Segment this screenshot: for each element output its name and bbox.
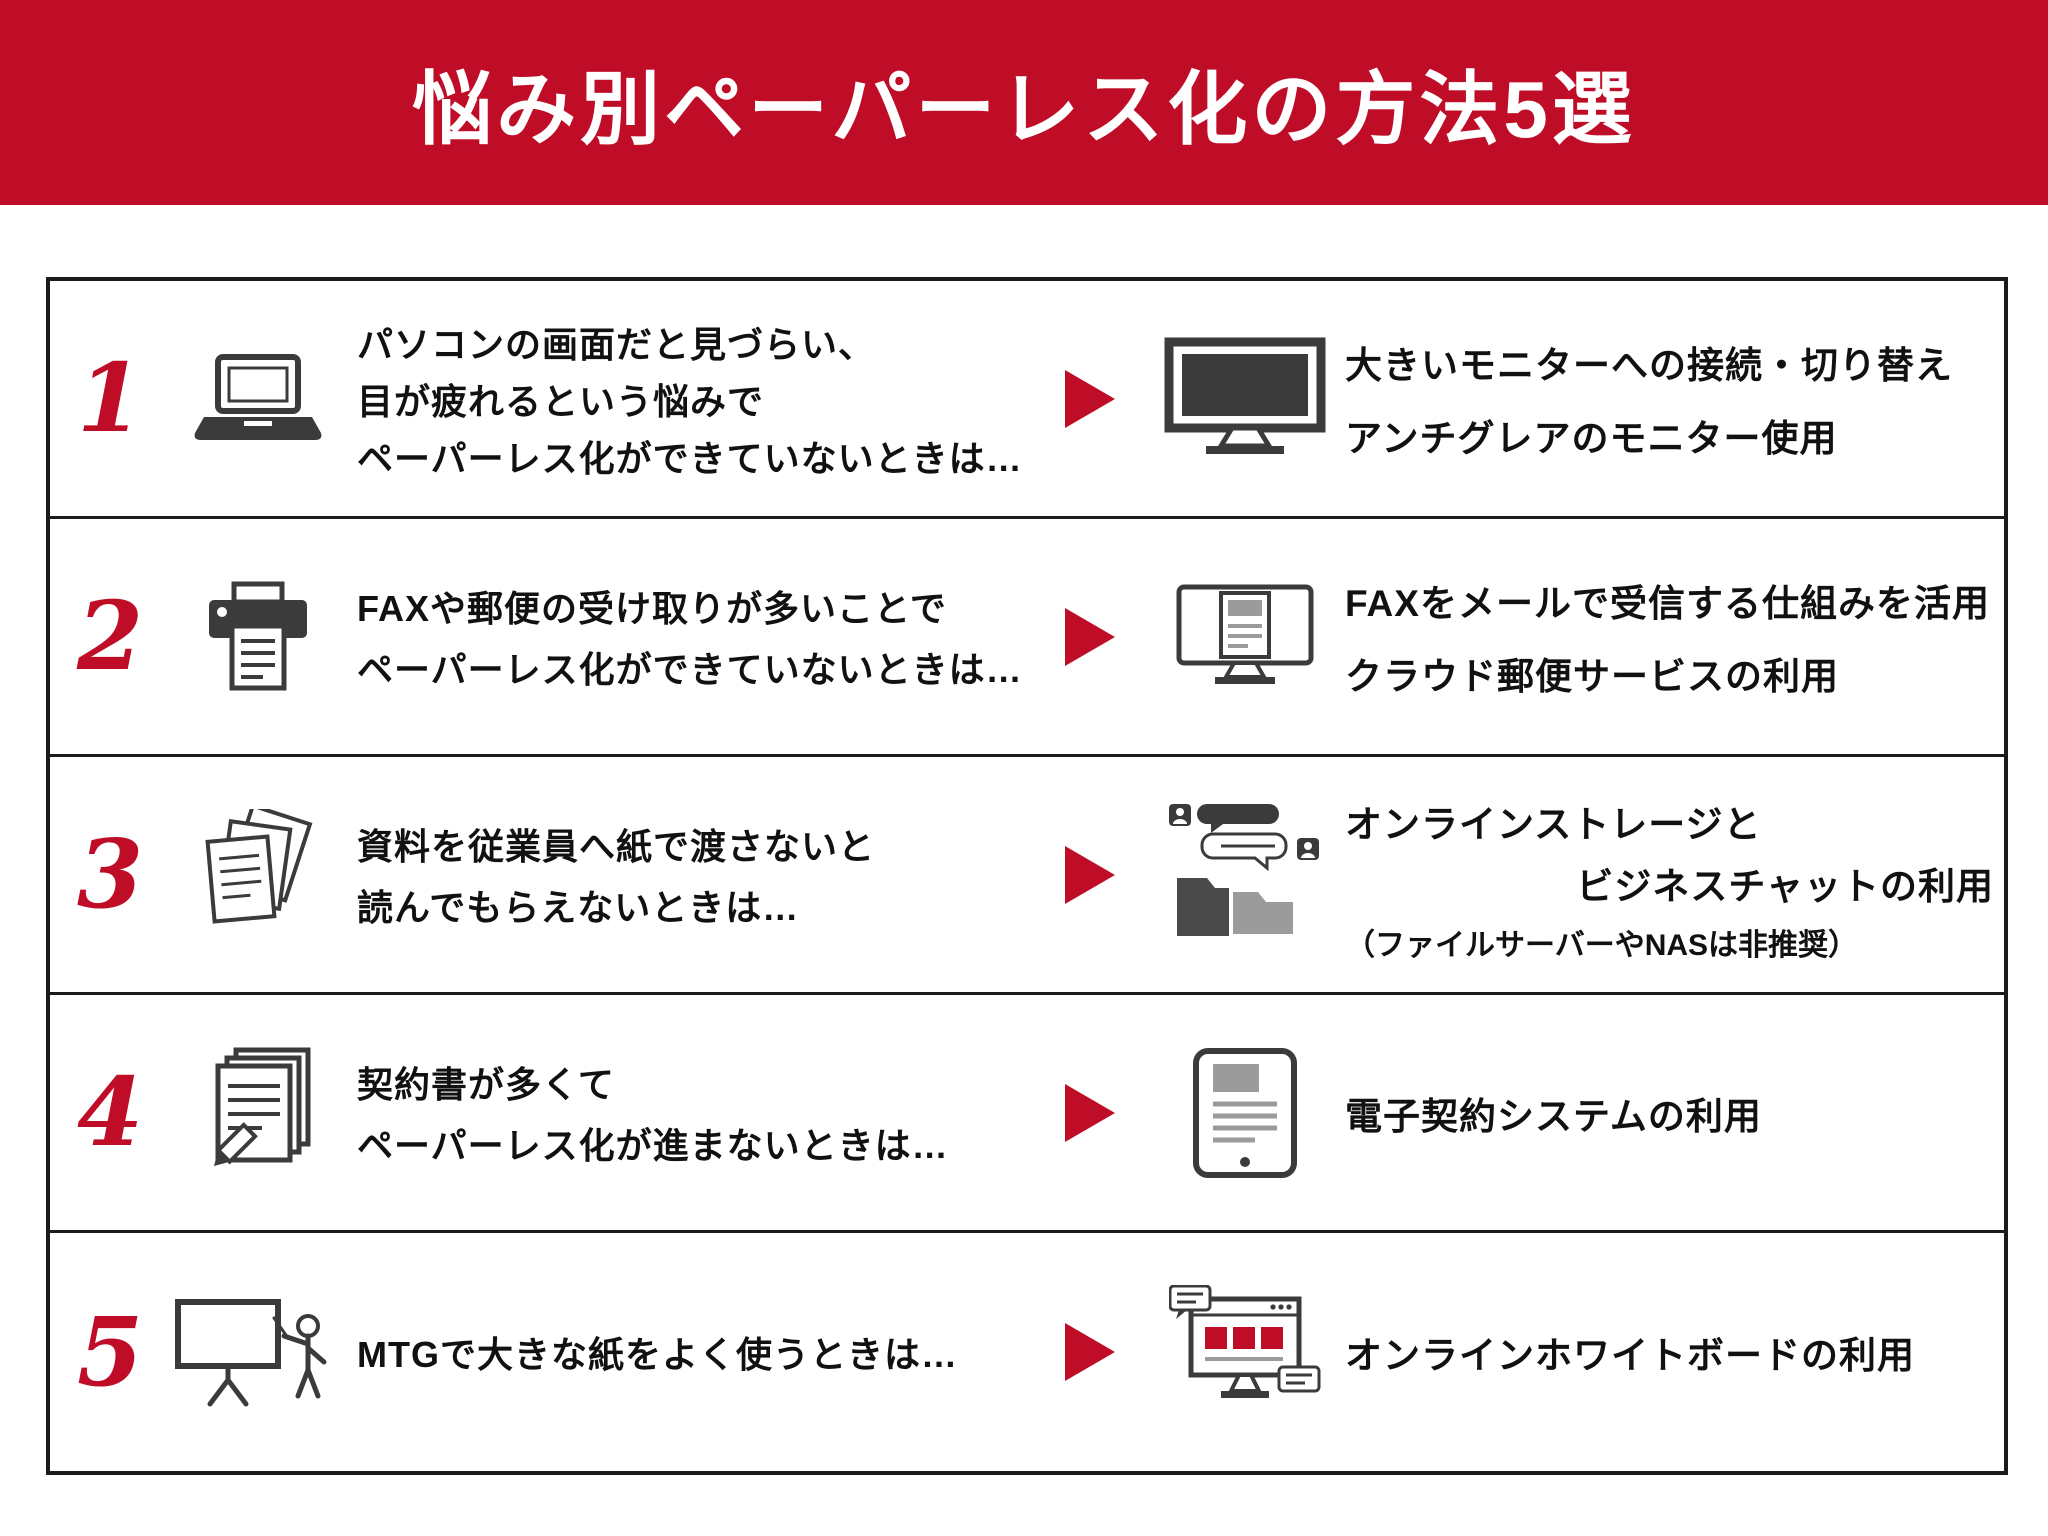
problem-line: 資料を従業員へ紙で渡さないと	[357, 826, 876, 867]
fax-printer-icon	[170, 581, 345, 693]
solution-line: アンチグレアのモニター使用	[1345, 418, 1838, 459]
paper-stack-icon	[170, 808, 345, 941]
problem-line: ペーパーレス化が進まないときは…	[357, 1125, 949, 1166]
page-title: 悩み別ペーパーレス化の方法5選	[412, 64, 1636, 154]
problem-line: ペーパーレス化ができていないときは…	[357, 649, 1023, 690]
row-number: 5	[76, 1296, 144, 1408]
whiteboard-presenter-icon	[170, 1292, 345, 1412]
problem-line: 読んでもらえないときは…	[357, 887, 800, 928]
row-number: 2	[76, 581, 144, 692]
problem-line: MTGで大きな紙をよく使うときは…	[357, 1334, 958, 1375]
problem-line: ペーパーレス化ができていないときは…	[357, 437, 1023, 479]
arrow-right-icon	[1035, 369, 1145, 428]
solution-line: 電子契約システムの利用	[1345, 1095, 1762, 1137]
problem-text: FAXや郵便の受け取りが多いことで ペーパーレス化ができていないときは…	[345, 571, 1035, 702]
arrow-right-icon	[1035, 607, 1145, 666]
laptop-icon	[170, 351, 345, 447]
chat-folders-icon	[1145, 803, 1345, 946]
row-number: 4	[76, 1057, 144, 1168]
problem-text: MTGで大きな紙をよく使うときは…	[345, 1317, 1035, 1387]
solution-line: オンラインホワイトボードの利用	[1345, 1335, 1915, 1376]
arrow-right-icon	[1035, 1083, 1145, 1142]
solution-line: ビジネスチャットの利用	[1576, 865, 1994, 907]
solution-line: オンラインストレージと	[1345, 803, 1762, 845]
solution-line: 大きいモニターへの接続・切り替え	[1345, 345, 1953, 386]
row-5: 5 MTGで大きな紙をよく使	[50, 1233, 2004, 1471]
row-number: 3	[76, 819, 144, 930]
header-banner: 悩み別ペーパーレス化の方法5選	[0, 0, 2048, 205]
monitor-document-icon	[1145, 584, 1345, 690]
solution-note: （ファイルサーバーやNASは非推奨）	[1345, 928, 1859, 962]
desktop-monitor-icon	[1145, 337, 1345, 461]
solution-text: FAXをメールで受信する仕組みを活用 クラウド郵便サービスの利用	[1345, 554, 2004, 719]
problem-text: パソコンの画面だと見づらい、 目が疲れるという悩みで ペーパーレス化ができていな…	[345, 311, 1035, 487]
online-whiteboard-icon	[1145, 1285, 1345, 1419]
problem-line: パソコンの画面だと見づらい、	[357, 323, 876, 365]
tablet-contract-icon	[1145, 1047, 1345, 1178]
row-4: 4 契約書が多くて ペーパーレス化が進まないときは…	[50, 995, 2004, 1233]
solution-text: 大きいモニターへの接続・切り替え アンチグレアのモニター使用	[1345, 316, 2004, 481]
row-3: 3 資料を従業員へ紙で渡さないと 読んでもらえないときは…	[50, 757, 2004, 995]
solution-text: オンラインストレージと ビジネスチャットの利用 （ファイルサーバーやNASは非推…	[1345, 786, 2004, 964]
arrow-right-icon	[1035, 1323, 1145, 1381]
solution-line: FAXをメールで受信する仕組みを活用	[1345, 583, 1990, 624]
problem-text: 資料を従業員へ紙で渡さないと 読んでもらえないときは…	[345, 809, 1035, 940]
solution-text: 電子契約システムの利用	[1345, 1078, 2004, 1148]
problem-text: 契約書が多くて ペーパーレス化が進まないときは…	[345, 1047, 1035, 1178]
problem-line: 契約書が多くて	[357, 1064, 615, 1105]
problem-line: FAXや郵便の受け取りが多いことで	[357, 588, 947, 629]
solution-line: クラウド郵便サービスの利用	[1345, 656, 1839, 697]
solution-text: オンラインホワイトボードの利用	[1345, 1317, 2004, 1387]
row-1: 1 パソコンの画面だと見づらい、 目が疲れるという悩みで ペーパーレス化ができて…	[50, 281, 2004, 519]
contract-pencil-icon	[170, 1046, 345, 1180]
infographic-table: 1 パソコンの画面だと見づらい、 目が疲れるという悩みで ペーパーレス化ができて…	[46, 277, 2008, 1475]
arrow-right-icon	[1035, 845, 1145, 904]
problem-line: 目が疲れるという悩みで	[357, 380, 765, 422]
row-number: 1	[76, 343, 144, 454]
row-2: 2 FAXや郵便の受け取りが多いことで ペーパーレス化ができていないときは…	[50, 519, 2004, 757]
